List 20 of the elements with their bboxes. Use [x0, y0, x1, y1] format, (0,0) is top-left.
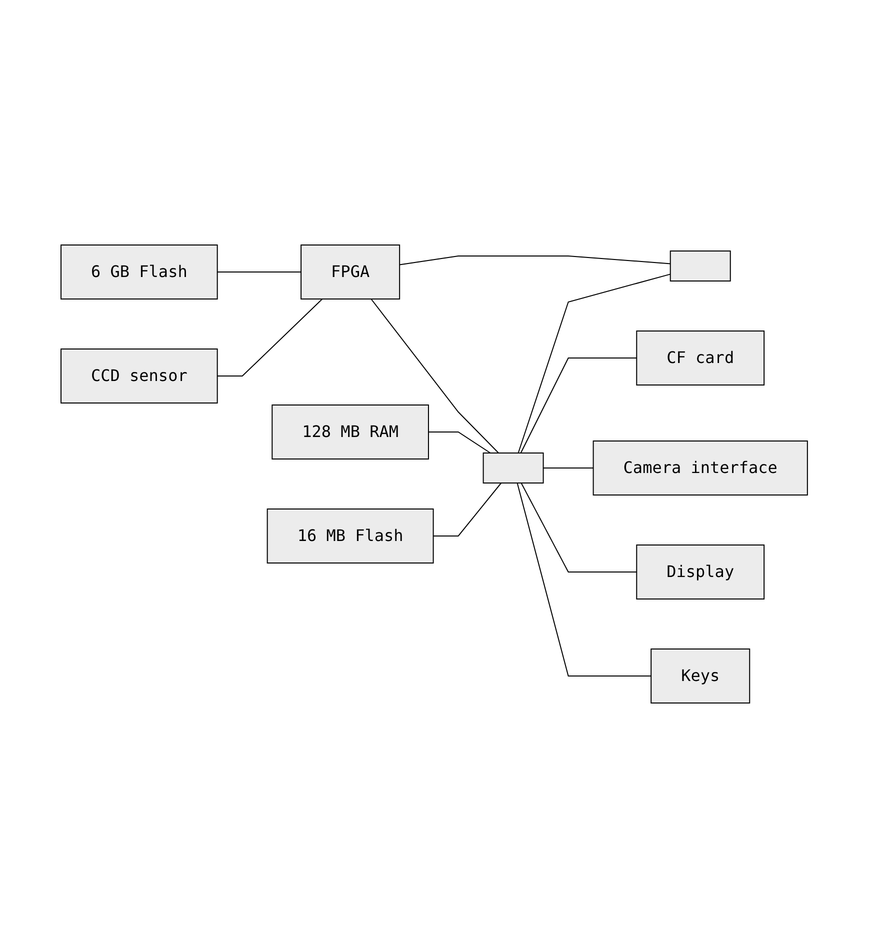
node-box: Camera interface	[593, 440, 808, 496]
node-box: CCD sensor	[60, 348, 218, 404]
node-box	[670, 250, 732, 282]
connector	[520, 358, 638, 454]
connector	[428, 432, 492, 454]
node-box: 16 MB Flash	[267, 508, 434, 564]
connector	[521, 482, 638, 572]
node-box: Display	[636, 544, 765, 600]
connector	[399, 256, 672, 266]
connector	[433, 482, 502, 536]
connector	[370, 298, 500, 454]
node-box	[483, 452, 544, 484]
node-box: CF card	[636, 330, 765, 386]
node-box: FPGA	[300, 244, 400, 300]
node-box: 128 MB RAM	[272, 404, 430, 460]
connector	[217, 298, 324, 376]
node-box: Keys	[650, 648, 750, 704]
connector	[518, 274, 672, 454]
connector	[517, 482, 652, 676]
node-box: 6 GB Flash	[60, 244, 218, 300]
